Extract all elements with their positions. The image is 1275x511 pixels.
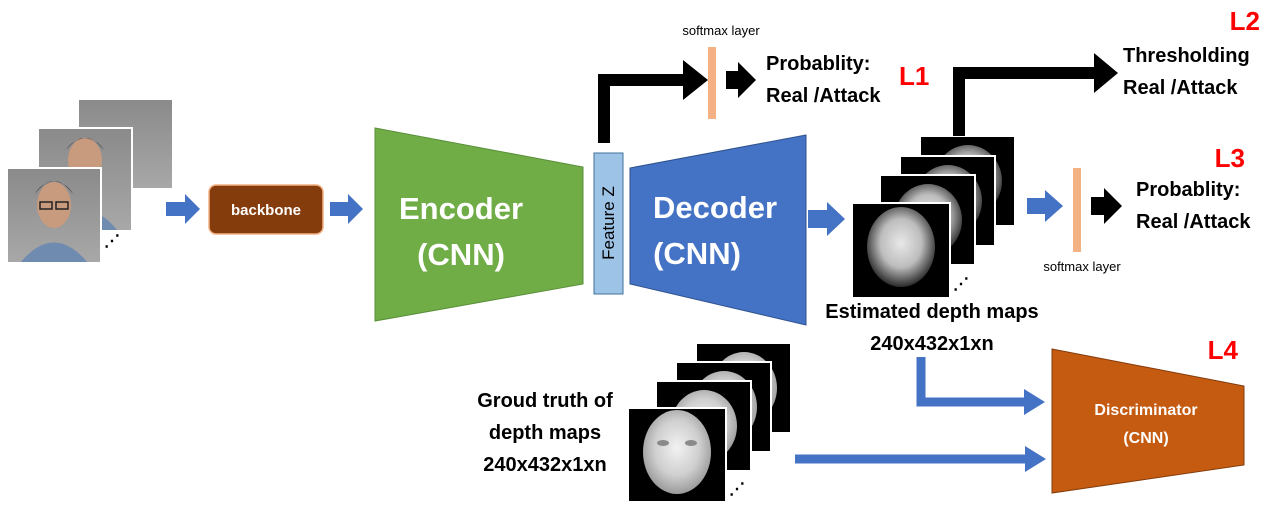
prob-right-line1: Probablity: (1136, 179, 1240, 201)
arrow-softmax-right-to-prob (1091, 188, 1122, 224)
decoder-block: Decoder (CNN) (629, 134, 807, 326)
arrow-decoder-to-depth (808, 202, 845, 236)
arrow-feature-to-softmax-top (598, 60, 708, 143)
softmax-layer-right (1073, 168, 1081, 252)
gt-line2: depth maps (489, 422, 601, 444)
estimated-depth-size: 240x432x1xn (870, 333, 993, 355)
input-image-front (6, 167, 102, 264)
arrow-input-to-backbone (166, 194, 200, 224)
prob-right-line2: Real /Attack (1136, 211, 1251, 233)
prob-top-line2: Real /Attack (766, 85, 881, 107)
depth-ellipsis: ⋰ (953, 276, 969, 293)
prob-top-line1: Probablity: (766, 53, 870, 75)
encoder-block: Encoder (CNN) (374, 127, 584, 322)
arrow-softmax-top-to-prob (726, 62, 756, 98)
backbone-block: backbone (208, 184, 324, 235)
softmax-layer-top (708, 47, 716, 119)
input-ellipsis: ⋰ (104, 233, 120, 250)
arrow-depth-to-softmax-right (1027, 190, 1063, 222)
threshold-line1: Thresholding (1123, 45, 1250, 67)
gt-ellipsis: ⋰ (729, 481, 745, 498)
ground-truth-depth-stack: ⋰ (627, 342, 792, 503)
loss-l2: L2 (1230, 6, 1260, 36)
threshold-line2: Real /Attack (1123, 77, 1238, 99)
estimated-depth-maps-stack: ⋰ (851, 135, 1016, 299)
encoder-subtitle: (CNN) (417, 237, 505, 272)
feature-z-block: Feature Z (593, 152, 624, 295)
decoder-subtitle: (CNN) (653, 236, 741, 271)
arrow-backbone-to-encoder (330, 194, 363, 224)
gt-line3: 240x432x1xn (483, 454, 606, 476)
softmax-right-label: softmax layer (1043, 259, 1121, 274)
discriminator-title: Discriminator (1094, 402, 1197, 419)
gt-line1: Groud truth of (477, 390, 613, 412)
loss-l4: L4 (1208, 335, 1239, 365)
loss-l3: L3 (1215, 143, 1245, 173)
discriminator-subtitle: (CNN) (1123, 430, 1168, 447)
feature-z-label: Feature Z (599, 186, 618, 260)
backbone-label: backbone (231, 202, 301, 219)
estimated-depth-title: Estimated depth maps (825, 301, 1038, 323)
loss-l1: L1 (899, 61, 929, 91)
encoder-title: Encoder (399, 191, 523, 226)
decoder-title: Decoder (653, 190, 777, 225)
arrow-depth-to-thresholding (953, 53, 1118, 136)
discriminator-block: Discriminator (CNN) (1051, 348, 1245, 494)
softmax-top-label: softmax layer (682, 23, 760, 38)
arrow-depth-to-discriminator (916, 357, 1045, 415)
input-images-stack: ⋰ (6, 98, 174, 264)
arrow-gt-to-discriminator (795, 446, 1046, 472)
